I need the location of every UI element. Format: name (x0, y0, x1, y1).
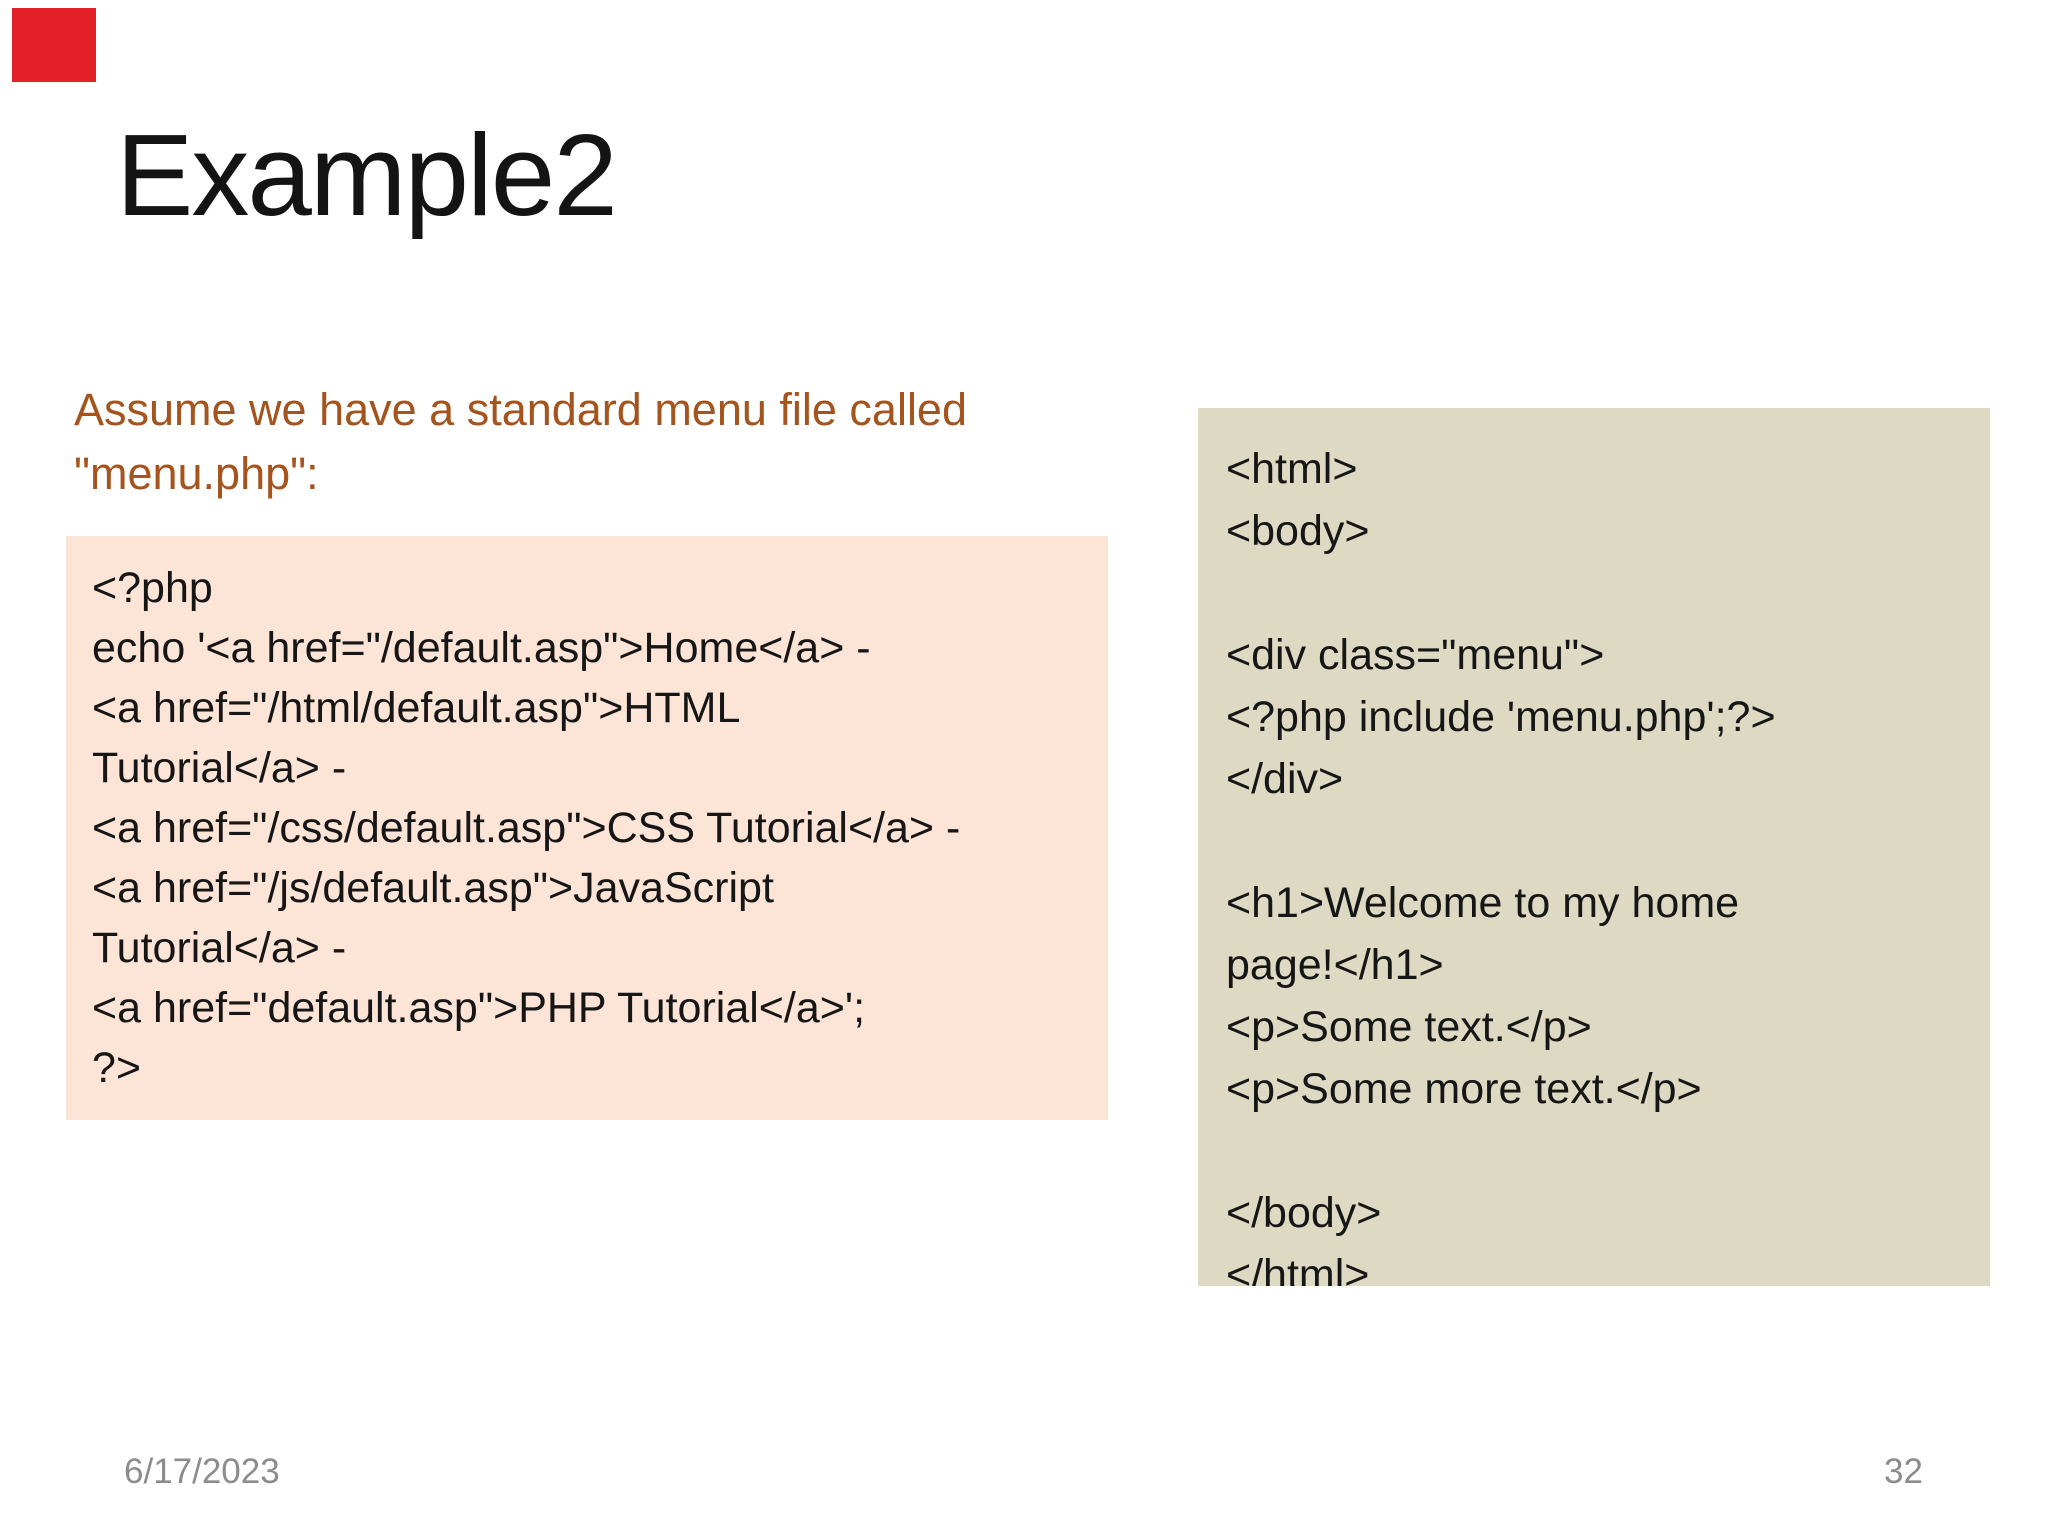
intro-text: Assume we have a standard menu file call… (74, 384, 967, 499)
red-accent-bar (12, 8, 96, 82)
footer-page-number: 32 (1884, 1452, 1923, 1491)
slide-title: Example2 (116, 110, 618, 240)
include-page-code-block: <html> <body> <div class="menu"> <?php i… (1198, 408, 1990, 1286)
menu-php-code-block: <?php echo '<a href="/default.asp">Home<… (66, 536, 1108, 1120)
footer-date: 6/17/2023 (124, 1452, 280, 1491)
